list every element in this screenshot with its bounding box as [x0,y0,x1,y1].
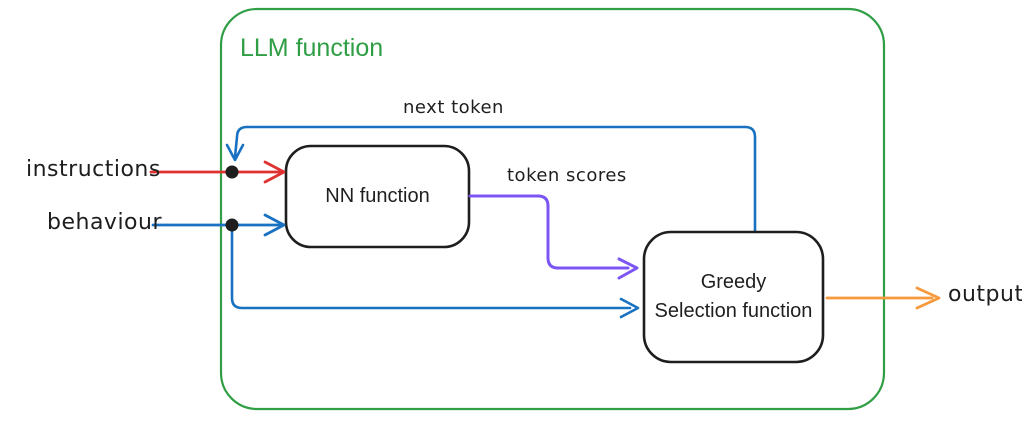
greedy-label-line2: Selection function [654,300,813,322]
llm-function-title: LLM function [240,34,384,62]
next-token-edge-label: next token [403,97,504,118]
output-arrow [825,286,941,310]
nn-function-node: NN function [286,146,469,247]
behaviour-input-label: behaviour [47,210,163,235]
llm-function-container-box [219,7,886,411]
greedy-selection-node: Greedy Selection function [644,232,823,362]
nn-function-label: NN function [325,185,430,207]
behaviour-junction-dot [225,218,239,232]
token-scores-arrow [468,194,639,280]
output-label: output [948,282,1022,307]
next-token-feedback-arrow [225,125,757,232]
greedy-selection-node-box [642,230,825,364]
instructions-junction-dot [225,165,239,179]
behaviour-arrow [151,213,286,237]
greedy-label-line1: Greedy [700,271,767,293]
instructions-arrow [149,160,286,184]
token-scores-edge-label: token scores [507,165,627,186]
instructions-input-label: instructions [26,157,161,182]
behaviour-to-greedy-arrow [230,229,640,319]
